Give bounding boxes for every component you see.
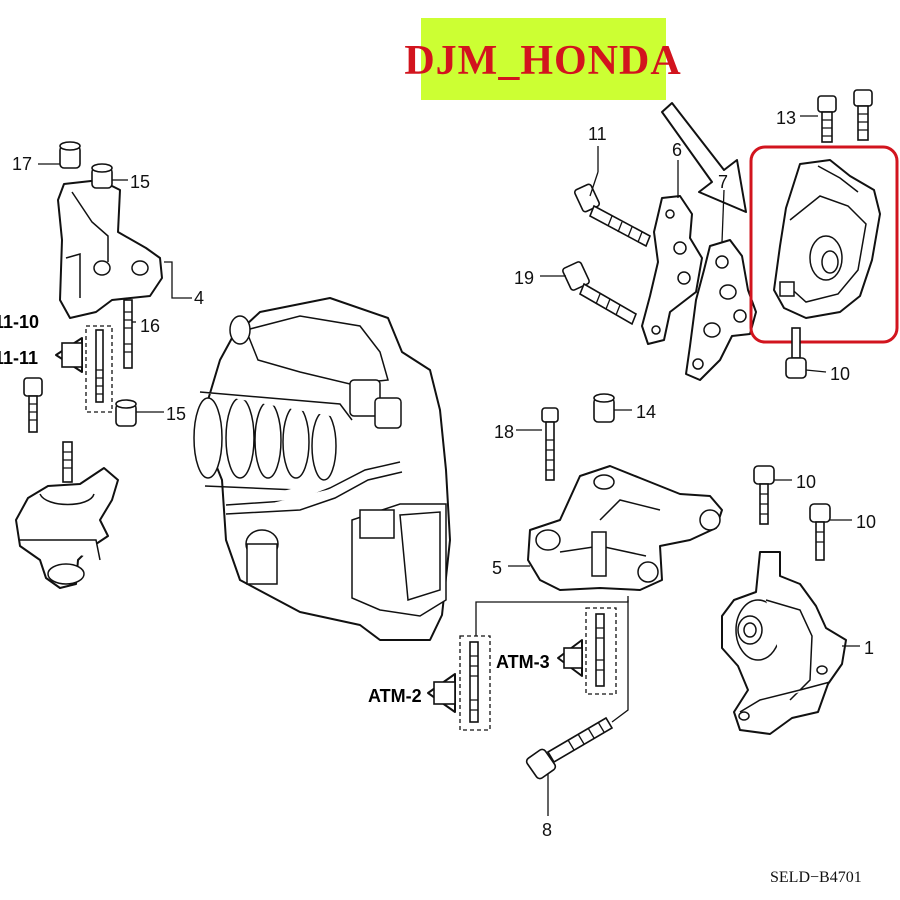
callout-14: 14 xyxy=(636,402,656,422)
part-4-bracket xyxy=(57,179,163,319)
left-bolt xyxy=(23,377,43,433)
callout-19: 19 xyxy=(514,268,534,288)
ref-11-11: 11-11 xyxy=(0,348,38,368)
lower-left-mount xyxy=(15,441,119,589)
callout-7: 7 xyxy=(718,172,728,192)
callout-15-upper: 15 xyxy=(130,172,150,192)
stud-dashed-box-left xyxy=(55,325,113,413)
part-17-nut xyxy=(59,141,81,169)
callout-5: 5 xyxy=(492,558,502,578)
callout-10-low: 10 xyxy=(856,512,876,532)
part-14-nut xyxy=(593,393,615,423)
leader-lines xyxy=(38,115,860,816)
highlight-circle xyxy=(749,145,899,344)
part-18-bolt xyxy=(541,407,559,481)
part-19-bolt xyxy=(562,261,638,326)
callout-1: 1 xyxy=(864,638,874,658)
part-8-lead xyxy=(611,600,629,723)
ref-atm-3: ATM-3 xyxy=(496,652,550,672)
brand-banner: DJM_HONDA xyxy=(404,18,681,100)
part-13-bolt xyxy=(817,95,837,143)
callout-10-top: 10 xyxy=(830,364,850,384)
diagram-code: SELD−B4701 xyxy=(770,869,862,886)
part-11-bolt xyxy=(573,183,652,248)
callout-13: 13 xyxy=(776,108,796,128)
part-15-upper-nut xyxy=(91,163,113,189)
ref-atm-2: ATM-2 xyxy=(368,686,422,706)
pointer-arrow xyxy=(661,102,747,213)
atm-stud-right xyxy=(557,607,617,695)
part-10-bolt-a xyxy=(753,465,775,525)
part-1-mount xyxy=(721,551,847,735)
callout-labels: 17 15 4 16 15 11 19 6 7 13 10 18 14 5 10… xyxy=(12,108,876,840)
callout-8: 8 xyxy=(542,820,552,840)
brand-text: DJM_HONDA xyxy=(404,38,681,84)
part-5-bracket xyxy=(527,465,723,591)
callout-4: 4 xyxy=(194,288,204,308)
callout-15-lower: 15 xyxy=(166,404,186,424)
engine-block xyxy=(193,297,451,641)
part-6-plate xyxy=(641,195,703,345)
callout-17: 17 xyxy=(12,154,32,174)
part-16-stud xyxy=(123,299,133,369)
part-8-bolt xyxy=(525,716,614,780)
part-10-bolt-b xyxy=(809,503,831,561)
atm-stud-left xyxy=(427,635,491,731)
brand-banner-background xyxy=(421,18,666,100)
part-10-lower-bolt xyxy=(785,327,807,379)
part-13-second-bolt xyxy=(853,89,873,141)
atm-lead-bracket xyxy=(475,596,629,636)
highlighted-side-mount xyxy=(773,159,881,319)
callout-10-mid: 10 xyxy=(796,472,816,492)
callout-11: 11 xyxy=(588,124,607,144)
callout-16: 16 xyxy=(140,316,160,336)
callout-18: 18 xyxy=(494,422,514,442)
reference-labels: 11-10 11-11 ATM-2 ATM-3 xyxy=(0,312,550,706)
ref-11-10: 11-10 xyxy=(0,312,39,332)
part-15-lower-nut xyxy=(115,399,137,427)
callout-6: 6 xyxy=(672,140,682,160)
part-7-bracket xyxy=(685,239,757,381)
